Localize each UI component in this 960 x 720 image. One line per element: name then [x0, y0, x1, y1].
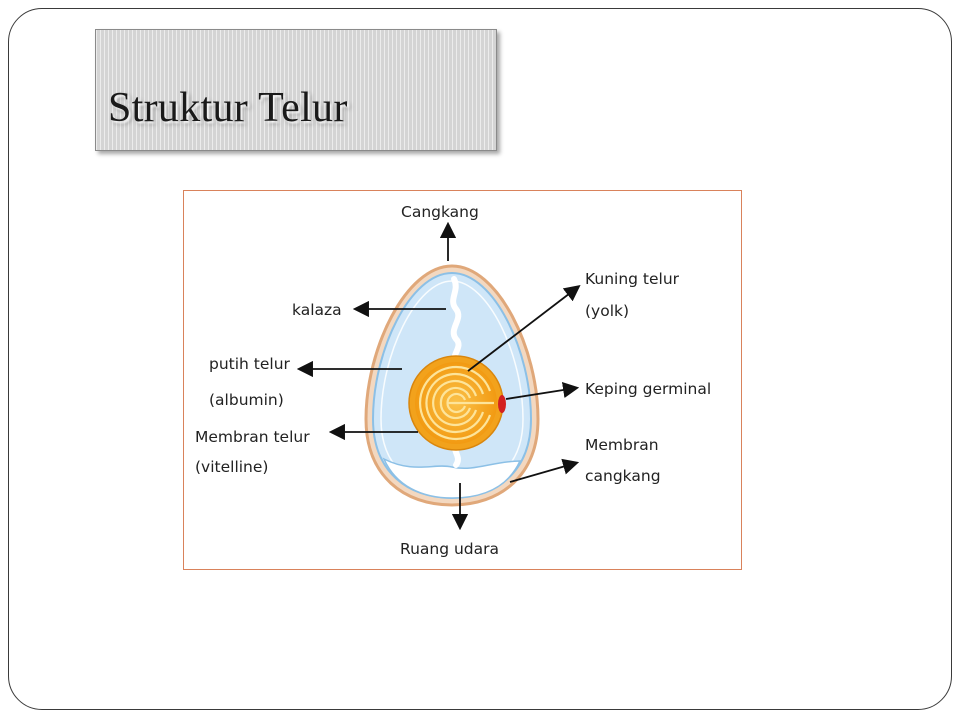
arrow-kuning-telur: [467, 285, 581, 372]
label-ruang-udara: Ruang udara: [400, 540, 499, 558]
label-cangkang: Cangkang: [401, 203, 479, 221]
chalaza-top: [450, 276, 462, 366]
germinal-disc: [498, 395, 506, 413]
egg-diagram-svg: Cangkang kalaza putih telur (albumin) Me…: [195, 203, 711, 558]
label-membran-cangkang-1: Membran: [585, 436, 659, 454]
label-kalaza: kalaza: [292, 301, 342, 319]
label-membran-telur-1: Membran telur: [195, 428, 310, 446]
label-membran-cangkang-2: cangkang: [585, 467, 661, 485]
label-kuning-telur-1: Kuning telur: [585, 270, 680, 288]
title-box: Struktur Telur: [95, 29, 497, 151]
yolk-rings: [419, 365, 494, 441]
label-putih-telur-1: putih telur: [209, 355, 291, 373]
arrow-membran-cangkang: [509, 458, 580, 483]
page-title: Struktur Telur: [108, 85, 348, 131]
label-keping-germinal: Keping germinal: [585, 380, 711, 398]
label-kuning-telur-2: (yolk): [585, 302, 629, 320]
air-cell: [382, 457, 522, 499]
label-putih-telur-2: (albumin): [209, 391, 284, 409]
label-membran-telur-2: (vitelline): [195, 458, 268, 476]
egg-structure-diagram: Cangkang kalaza putih telur (albumin) Me…: [183, 190, 742, 570]
arrow-keping-germinal: [505, 382, 580, 400]
